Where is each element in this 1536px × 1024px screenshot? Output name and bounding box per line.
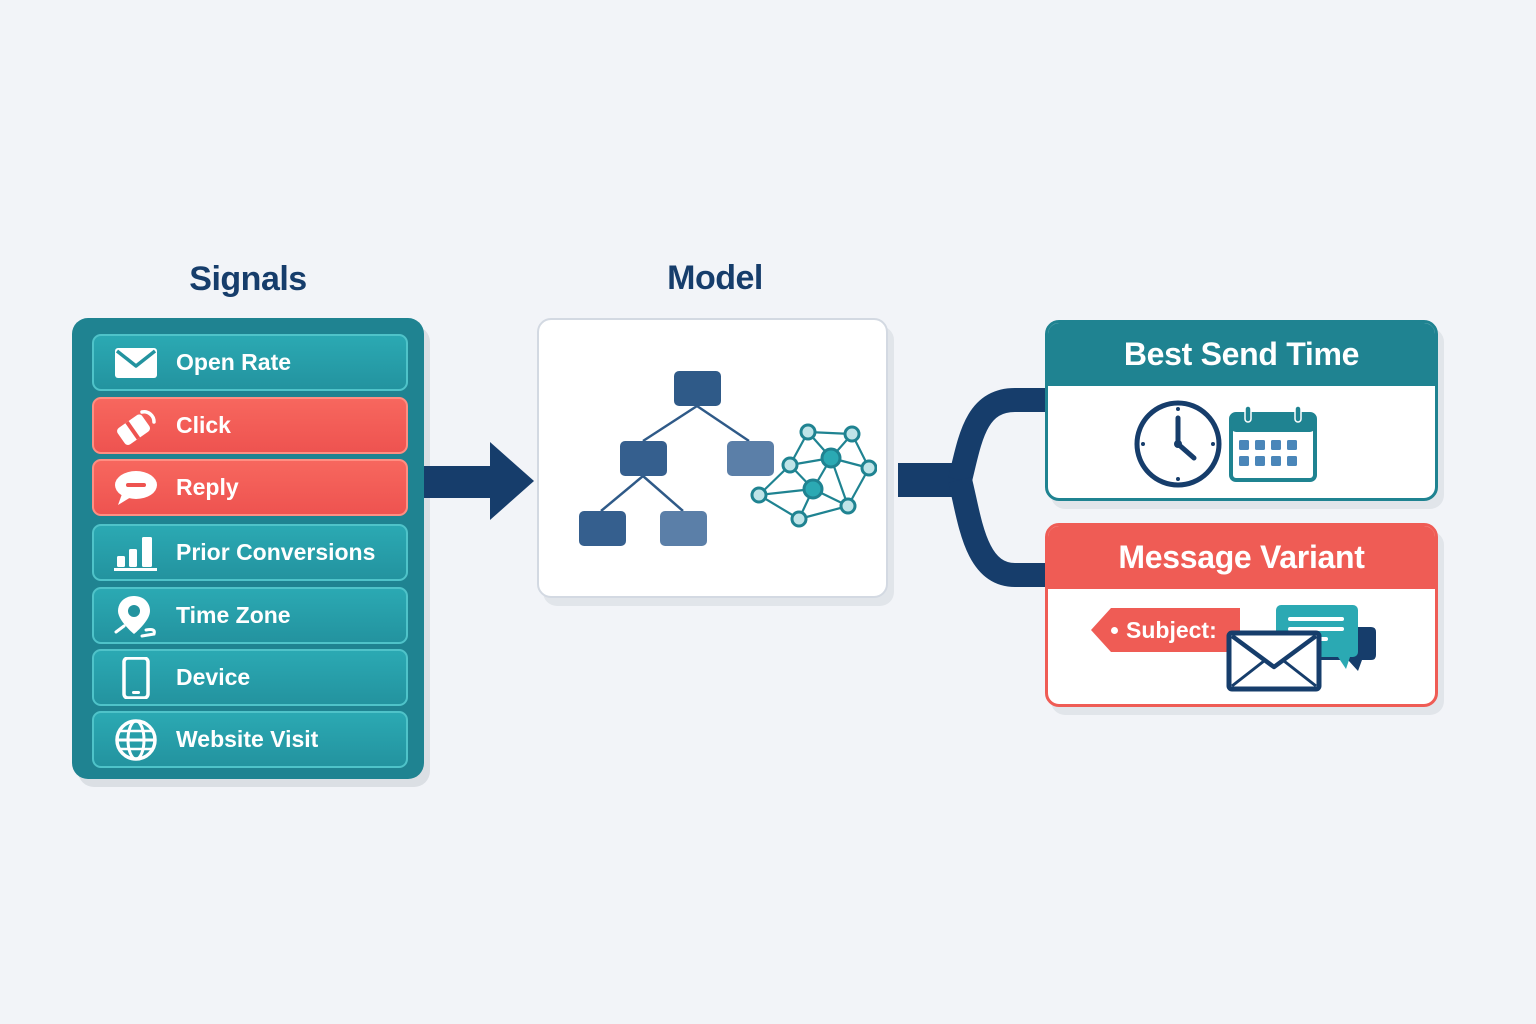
model-to-outputs-connector [898, 388, 1048, 587]
envelope-icon [110, 343, 162, 383]
model-heading: Model [667, 259, 763, 297]
best-send-time-card: Best Send Time [1045, 320, 1438, 501]
signal-label: Device [176, 664, 251, 690]
signal-open-rate[interactable]: Open Rate [92, 334, 408, 391]
tag-hole [1111, 627, 1118, 634]
model-box [537, 318, 888, 598]
clock-icon [1134, 400, 1222, 488]
neural-network-icon [750, 423, 877, 528]
calendar-icon [1229, 405, 1317, 482]
signal-label: Time Zone [176, 602, 291, 628]
signal-time-zone[interactable]: Time Zone [92, 587, 408, 644]
signal-label: Reply [176, 474, 239, 500]
best-send-time-title: Best Send Time [1048, 323, 1435, 386]
subject-label: Subject: [1126, 616, 1217, 643]
decision-tree-icon [579, 371, 774, 546]
signal-device[interactable]: Device [92, 649, 408, 706]
signal-website-visit[interactable]: Website Visit [92, 711, 408, 768]
signal-reply[interactable]: Reply [92, 459, 408, 516]
signal-label: Open Rate [176, 349, 292, 375]
envelope-chat-icon [1226, 605, 1376, 692]
message-variant-title: Message Variant [1048, 526, 1435, 589]
smartphone-icon [110, 656, 162, 699]
signal-label: Click [176, 412, 231, 438]
signals-panel: Open Rate Click Reply [72, 318, 424, 779]
location-pin-icon [110, 595, 162, 637]
globe-icon [110, 718, 162, 761]
signal-click[interactable]: Click [92, 397, 408, 454]
signal-prior-conversions[interactable]: Prior Conversions [92, 524, 408, 581]
envelope-icon [1226, 630, 1322, 692]
message-variant-card: Message Variant Subject: [1045, 523, 1438, 707]
click-tag-icon [110, 406, 162, 446]
speech-bubble-icon [110, 468, 162, 508]
bar-chart-icon [110, 533, 162, 573]
signal-label: Prior Conversions [176, 539, 376, 565]
signal-label: Website Visit [176, 726, 319, 752]
subject-tag-icon: Subject: [1091, 608, 1240, 652]
signals-to-model-arrow [424, 442, 534, 520]
signals-heading: Signals [189, 260, 307, 298]
